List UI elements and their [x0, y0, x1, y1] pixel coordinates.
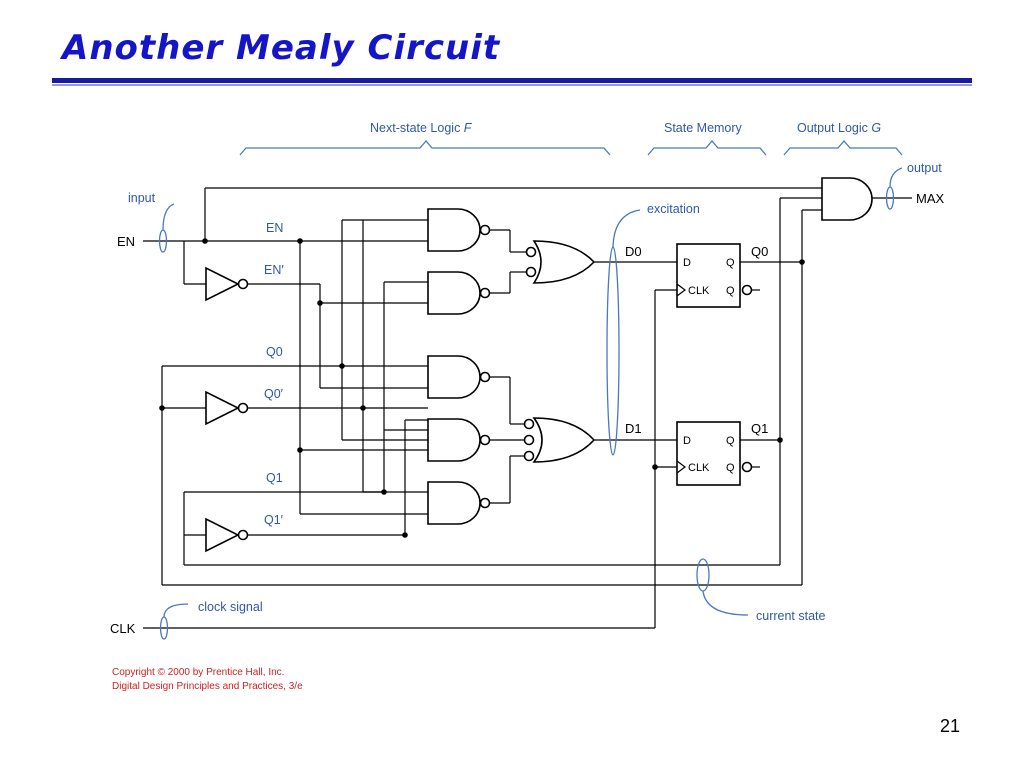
nand-gate-1 — [427, 208, 491, 252]
next-state-label: Next-state Logic F — [370, 121, 473, 135]
clock-signal-annotation: clock signal — [198, 600, 263, 614]
input-annotation: input — [128, 191, 156, 205]
d-flipflop-0: D Q CLK Q — [676, 243, 753, 308]
title-rule-shadow — [52, 84, 972, 86]
en-input-label: EN — [117, 234, 135, 249]
page-number: 21 — [940, 716, 961, 736]
en-not-label: EN′ — [264, 263, 284, 277]
junction-dots — [159, 238, 805, 538]
current-state-annotation: current state — [756, 609, 826, 623]
nand-gate-4 — [427, 418, 491, 462]
slide-title: Another Mealy Circuit — [62, 28, 501, 68]
q1-label: Q1 — [266, 471, 283, 485]
ff0-q-label: Q0 — [751, 244, 768, 259]
q1-not-label: Q1′ — [264, 513, 284, 527]
max-output-label: MAX — [916, 191, 945, 206]
inverter-en — [205, 266, 249, 302]
output-logic-brace — [783, 140, 903, 156]
and-gate-output — [821, 177, 873, 221]
svg-text:Q: Q — [726, 462, 735, 474]
d0-label: D0 — [625, 244, 642, 259]
copyright-line: Copyright © 2000 by Prentice Hall, Inc. — [112, 667, 285, 678]
or-gate-d0 — [525, 240, 596, 284]
d-flipflop-1: D Q CLK Q — [676, 421, 753, 486]
svg-text:Q: Q — [726, 257, 735, 269]
ff1-q-label: Q1 — [751, 421, 768, 436]
inverter-q0 — [205, 390, 249, 426]
annotations — [158, 167, 903, 640]
clk-input-label: CLK — [110, 621, 136, 636]
next-state-brace — [239, 140, 611, 156]
q0-not-label: Q0′ — [264, 387, 284, 401]
svg-text:D: D — [683, 257, 691, 269]
wires — [143, 187, 912, 629]
d1-label: D1 — [625, 421, 642, 436]
svg-text:Q: Q — [726, 435, 735, 447]
output-logic-label: Output Logic G — [797, 121, 881, 135]
title-rule — [52, 78, 972, 83]
state-memory-brace — [647, 140, 767, 156]
nand-gate-5 — [427, 481, 491, 525]
svg-text:CLK: CLK — [688, 462, 710, 474]
or-gate-d1 — [523, 417, 596, 463]
q0-label: Q0 — [266, 345, 283, 359]
source-line: Digital Design Principles and Practices,… — [112, 681, 303, 692]
svg-text:CLK: CLK — [688, 285, 710, 297]
svg-text:Q: Q — [726, 285, 735, 297]
nand-gate-2 — [427, 271, 491, 315]
excitation-annotation: excitation — [647, 202, 700, 216]
inverter-q1 — [205, 517, 249, 553]
nand-gate-3 — [427, 355, 491, 399]
output-annotation: output — [907, 161, 942, 175]
svg-text:D: D — [683, 435, 691, 447]
state-memory-label: State Memory — [664, 121, 743, 135]
en-label: EN — [266, 221, 283, 235]
